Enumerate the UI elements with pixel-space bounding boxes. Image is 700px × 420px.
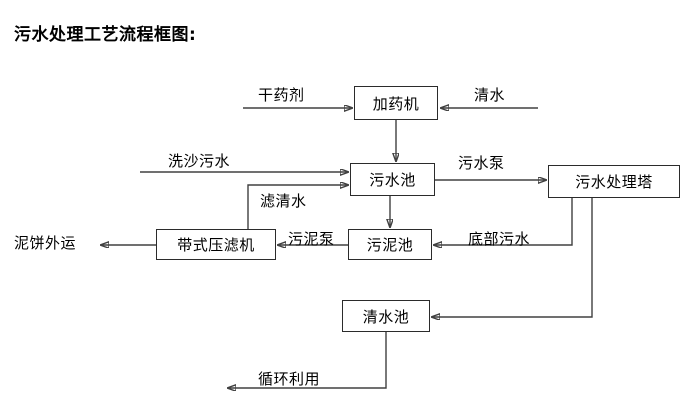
edge-label-sand-wash-sewage: 洗沙污水	[168, 152, 231, 170]
edge-label-bottom-sewage: 底部污水	[468, 230, 531, 248]
node-label: 清水池	[362, 307, 410, 326]
edge-label-clean-water: 清水	[474, 86, 506, 104]
node-belt-filter-press[interactable]: 带式压滤机	[156, 229, 276, 260]
node-dosing-machine[interactable]: 加药机	[354, 86, 438, 120]
node-label: 污水池	[369, 171, 416, 189]
terminal-label-mud-cake-out: 泥饼外运	[14, 234, 77, 252]
page-title: 污水处理工艺流程框图:	[14, 25, 197, 45]
edge-label-sewage-pump: 污水泵	[458, 154, 505, 172]
node-label: 污泥池	[366, 236, 414, 254]
edge-label-dry-agent: 干药剂	[258, 86, 305, 104]
node-label: 加药机	[372, 94, 420, 113]
node-treatment-tower[interactable]: 污水处理塔	[548, 165, 680, 198]
edge-label-sludge-pump: 污泥泵	[288, 230, 335, 248]
node-clear-water-pool[interactable]: 清水池	[342, 300, 430, 332]
edge-treatment-tower-to-clear-water-pool	[432, 198, 593, 317]
node-label: 带式压滤机	[177, 236, 255, 254]
edge-label-recycle-reuse: 循环利用	[258, 370, 321, 388]
node-sewage-pool[interactable]: 污水池	[350, 163, 435, 196]
node-label: 污水处理塔	[575, 173, 653, 191]
node-sludge-pool[interactable]: 污泥池	[348, 229, 432, 260]
edge-label-filtered-water: 滤清水	[260, 192, 307, 210]
